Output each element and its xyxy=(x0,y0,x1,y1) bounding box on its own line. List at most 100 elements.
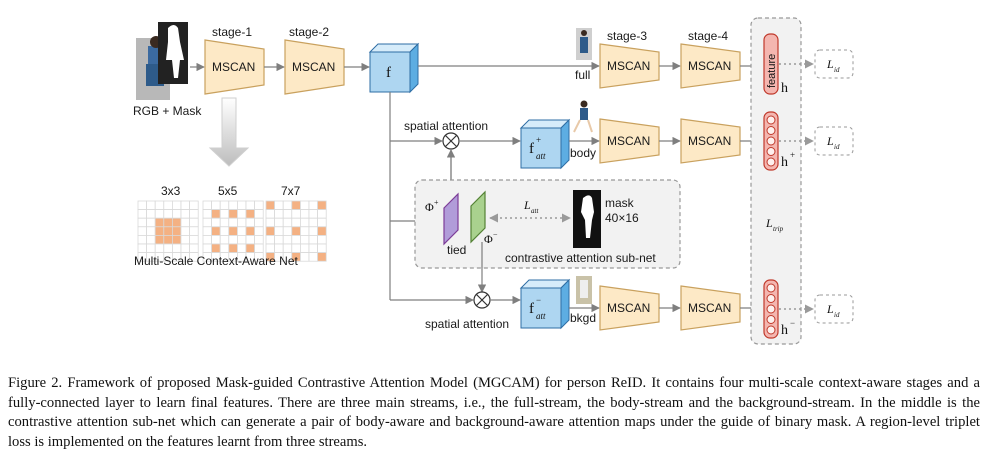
grid-cell xyxy=(202,234,213,245)
grid-cell xyxy=(211,200,221,211)
grid-cell xyxy=(202,217,213,228)
grid-cell xyxy=(228,234,238,245)
grid-cell xyxy=(228,226,238,236)
grid-cell xyxy=(171,243,182,254)
mgcam-framework-diagram: RGB + Mask 3x3 5x5 7x7 Multi-Scale Conte… xyxy=(133,17,854,345)
grid-cell xyxy=(265,209,276,219)
grid-cell xyxy=(189,209,199,219)
grid-cell xyxy=(219,217,230,228)
grid-cell xyxy=(154,243,165,254)
grid-cell xyxy=(219,200,230,211)
f-att-plus-cube: f + att xyxy=(519,118,571,170)
grid-cell xyxy=(299,200,310,211)
mscan-stage-4-full: MSCAN xyxy=(680,43,741,89)
grid-cell xyxy=(202,200,213,211)
bkgd-label: bkgd xyxy=(570,311,596,325)
l-id-box-full: L id xyxy=(814,49,854,79)
grid-cell xyxy=(265,234,276,245)
grid-cell xyxy=(291,234,301,245)
kernel-label-3x3: 3x3 xyxy=(161,184,181,198)
mscan-stage-2: MSCAN xyxy=(284,39,345,95)
grid-cell xyxy=(146,243,156,254)
grid-cell xyxy=(308,217,319,228)
grid-cell xyxy=(202,243,213,254)
f-att-minus-sub: att xyxy=(536,311,546,321)
grid-cell xyxy=(317,234,327,245)
multiscale-label: Multi-Scale Context-Aware Net xyxy=(134,254,299,268)
l-id-sub: id xyxy=(834,66,840,74)
grid-cell xyxy=(189,217,199,228)
mask-label: mask xyxy=(605,196,635,210)
grid-cell xyxy=(171,209,182,219)
grid-cell xyxy=(171,234,182,245)
h-label-full: h xyxy=(781,81,788,96)
grid-cell xyxy=(254,252,264,262)
feature-label: feature xyxy=(766,54,778,88)
grid-cell xyxy=(163,209,173,219)
h-label-bkgd: h xyxy=(781,323,788,338)
mscan-stage-3-body: MSCAN xyxy=(599,118,660,164)
grid-cell xyxy=(163,226,173,236)
mscan-label: MSCAN xyxy=(607,301,650,315)
l-id-label: L xyxy=(826,302,834,316)
mscan-label: MSCAN xyxy=(688,301,731,315)
f-att-minus-cube: f − att xyxy=(519,278,571,330)
grid-cell xyxy=(317,252,327,262)
grid-cell xyxy=(317,243,327,254)
grid-cell xyxy=(189,243,199,254)
full-thumbnail xyxy=(576,28,592,60)
input-image xyxy=(136,22,188,100)
grid-cell xyxy=(236,226,247,236)
grid-cell xyxy=(219,209,230,219)
grid-cell xyxy=(282,200,293,211)
phi-plus-map xyxy=(443,192,459,246)
grid-cell xyxy=(228,209,238,219)
phi-minus-map xyxy=(470,190,486,244)
grid-cell xyxy=(137,209,148,219)
grid-cell xyxy=(228,243,238,254)
stage-3-label: stage-3 xyxy=(607,29,647,43)
l-trip-sub: trip xyxy=(773,225,784,233)
stage-1-label: stage-1 xyxy=(212,25,252,39)
grid-cell xyxy=(274,243,284,254)
grid-cell xyxy=(245,200,256,211)
neuron-icon xyxy=(766,304,776,314)
grid-cell xyxy=(146,234,156,245)
grid-cell xyxy=(180,226,191,236)
grid-cell xyxy=(254,243,264,254)
grid-cell xyxy=(202,226,213,236)
f-att-plus-label: f xyxy=(529,141,534,157)
grid-cell xyxy=(299,252,310,262)
grid-cell xyxy=(180,209,191,219)
grid-cell xyxy=(308,243,319,254)
down-arrow-icon xyxy=(208,97,250,167)
grid-cell xyxy=(308,226,319,236)
grid-cell xyxy=(228,200,238,211)
grid-cell xyxy=(291,209,301,219)
grid-cell xyxy=(146,200,156,211)
neuron-icon xyxy=(766,283,776,293)
grid-cell xyxy=(236,217,247,228)
neuron-icon xyxy=(766,115,776,125)
f-label: f xyxy=(386,65,391,81)
kernel-label-7x7: 7x7 xyxy=(281,184,301,198)
grid-cell xyxy=(317,226,327,236)
l-id-box-body: L id xyxy=(814,126,854,156)
l-id-box-bkgd: L id xyxy=(814,294,854,324)
grid-cell xyxy=(180,200,191,211)
l-id-label: L xyxy=(826,134,834,148)
figure-caption: Figure 2. Framework of proposed Mask-gui… xyxy=(8,375,980,450)
grid-cell xyxy=(236,209,247,219)
grid-cell xyxy=(228,217,238,228)
grid-cell xyxy=(146,209,156,219)
l-att-label: L xyxy=(523,198,531,212)
mscan-label: MSCAN xyxy=(607,59,650,73)
grid-cell xyxy=(211,234,221,245)
grid-cell xyxy=(245,209,256,219)
mscan-label: MSCAN xyxy=(607,134,650,148)
bkgd-thumbnail xyxy=(576,276,592,304)
spatial-attention-label-top: spatial attention xyxy=(404,119,488,133)
grid-cell xyxy=(211,217,221,228)
grid-cell xyxy=(154,226,165,236)
grid-cell xyxy=(265,243,276,254)
